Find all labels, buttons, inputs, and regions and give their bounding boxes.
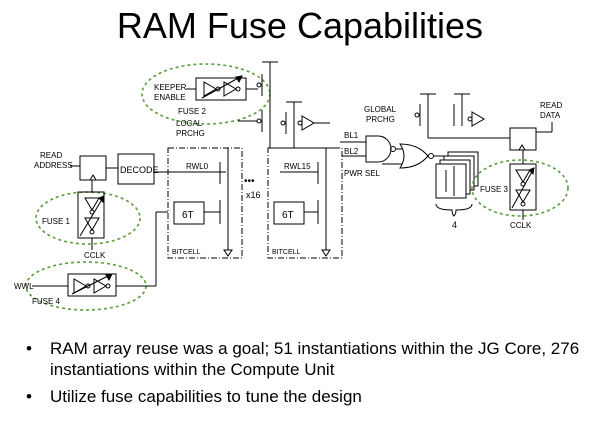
mux-brace xyxy=(435,203,473,217)
bitcell0-ground xyxy=(223,249,233,257)
fuse4-label: FUSE 4 xyxy=(32,297,61,306)
bl1-label: BL1 xyxy=(344,131,359,140)
cclk-left-label: CCLK xyxy=(84,251,106,260)
mux-count-label: 4 xyxy=(452,220,457,230)
nor-bubble xyxy=(428,153,434,159)
bitcell0-box xyxy=(167,147,243,259)
fuse2-arrow xyxy=(201,75,243,99)
cclk-right-label: CCLK xyxy=(510,221,532,230)
fuse4-bubble-2 xyxy=(105,283,111,289)
fuse1-arrowhead xyxy=(98,195,105,204)
bitcell15-label: BITCELL xyxy=(272,249,301,256)
fuse4-bubble-1 xyxy=(85,283,91,289)
bitcell15-ground xyxy=(321,249,331,257)
global-inverter xyxy=(471,111,485,127)
local-inverter xyxy=(301,115,315,131)
circuit-diagram: KEEPER ENABLE FUSE 2 LOCAL PRCHG READ AD… xyxy=(14,61,569,311)
fuse2-bubble-2 xyxy=(235,86,241,92)
fuse2-arrowhead xyxy=(235,75,243,84)
fuse4-arrowhead xyxy=(105,273,113,282)
read-latch-clock-mark xyxy=(518,144,526,151)
fuse1-buffer-2 xyxy=(84,217,100,231)
local-prchg-label-2: PRCHG xyxy=(176,129,205,138)
x16-label: x16 xyxy=(246,190,261,200)
pwr-sel-label: PWR SEL xyxy=(344,169,381,178)
bullet-text: RAM array reuse was a goal; 51 instantia… xyxy=(50,339,580,379)
decode-box xyxy=(117,153,155,185)
decode-label: DECODE xyxy=(120,165,159,175)
fuse1-bubble-2 xyxy=(89,229,95,235)
latch-clock-mark xyxy=(89,174,97,181)
global-prchg-label-1: GLOBAL xyxy=(364,105,397,114)
rwl0-label: RWL0 xyxy=(186,162,209,171)
local-prchg-label-1: LOCAL xyxy=(176,119,203,128)
pmos3-bubble xyxy=(280,120,286,126)
read-address-label-1: READ xyxy=(40,151,62,160)
bullet-item: • RAM array reuse was a goal; 51 instant… xyxy=(26,338,596,380)
bitcell0-6t xyxy=(173,201,205,225)
fuse3-buffer-2 xyxy=(515,189,531,203)
fuse4-box xyxy=(67,273,117,297)
fuse3-arrowhead xyxy=(528,167,535,176)
global-inverter-bubble xyxy=(467,116,473,122)
fuse3-arrow xyxy=(511,167,535,209)
bitcell0-label: BITCELL xyxy=(172,249,201,256)
fuse2-label: FUSE 2 xyxy=(178,107,207,116)
nor-gate xyxy=(399,143,429,169)
pmos1-bubble xyxy=(256,82,262,88)
slide-title: RAM Fuse Capabilities xyxy=(116,5,484,46)
dots-label: ••• xyxy=(244,176,255,187)
fuse3-buffer-1 xyxy=(515,169,531,183)
fuse4-arrow xyxy=(71,273,113,295)
bullet-text: Utilize fuse capabilities to tune the de… xyxy=(50,387,362,406)
fuse1-arrow xyxy=(79,195,105,237)
fuse2-bubble-1 xyxy=(215,86,221,92)
nand-gate xyxy=(365,135,392,163)
fuse1-label: FUSE 1 xyxy=(42,217,71,226)
fuse2-buffer-1 xyxy=(203,81,217,97)
fuse3-label: FUSE 3 xyxy=(480,185,509,194)
bullet-dot: • xyxy=(26,339,32,358)
read-data-label-1: READ xyxy=(540,101,562,110)
bullet-list: • RAM array reuse was a goal; 51 instant… xyxy=(26,338,596,413)
nand-bubble xyxy=(390,146,396,152)
bitcell15-6t-label: 6T xyxy=(282,210,294,221)
pmos4-bubble xyxy=(414,112,420,118)
fuse3-ellipse xyxy=(471,159,569,217)
global-prchg-label-2: PRCHG xyxy=(366,115,395,124)
bullet-item: • Utilize fuse capabilities to tune the … xyxy=(26,386,596,407)
bl2-label: BL2 xyxy=(344,147,359,156)
bitcell0-6t-label: 6T xyxy=(182,210,194,221)
read-data-label-2: DATA xyxy=(540,111,561,120)
wwl-label: WWL xyxy=(14,282,34,291)
keeper-enable-label-1: KEEPER xyxy=(154,83,187,92)
mux-stack-1 xyxy=(435,163,467,199)
keeper-enable-label-2: ENABLE xyxy=(154,93,186,102)
read-address-label-2: ADDRESS xyxy=(34,161,73,170)
local-inverter-bubble xyxy=(297,120,303,126)
fuse4-buffer-1 xyxy=(73,278,87,294)
fuse1-box xyxy=(77,191,105,239)
pmos2-bubble xyxy=(256,118,262,124)
bitcell15-6t xyxy=(273,201,305,225)
fuse4-buffer-2 xyxy=(93,278,107,294)
bitcell15-box xyxy=(267,147,343,259)
address-latch xyxy=(79,155,107,181)
fuse1-buffer-1 xyxy=(84,197,100,211)
rwl15-label: RWL15 xyxy=(284,162,311,171)
bullet-dot: • xyxy=(26,387,32,406)
fuse3-bubble-2 xyxy=(520,201,526,207)
fuse2-buffer-2 xyxy=(223,81,237,97)
